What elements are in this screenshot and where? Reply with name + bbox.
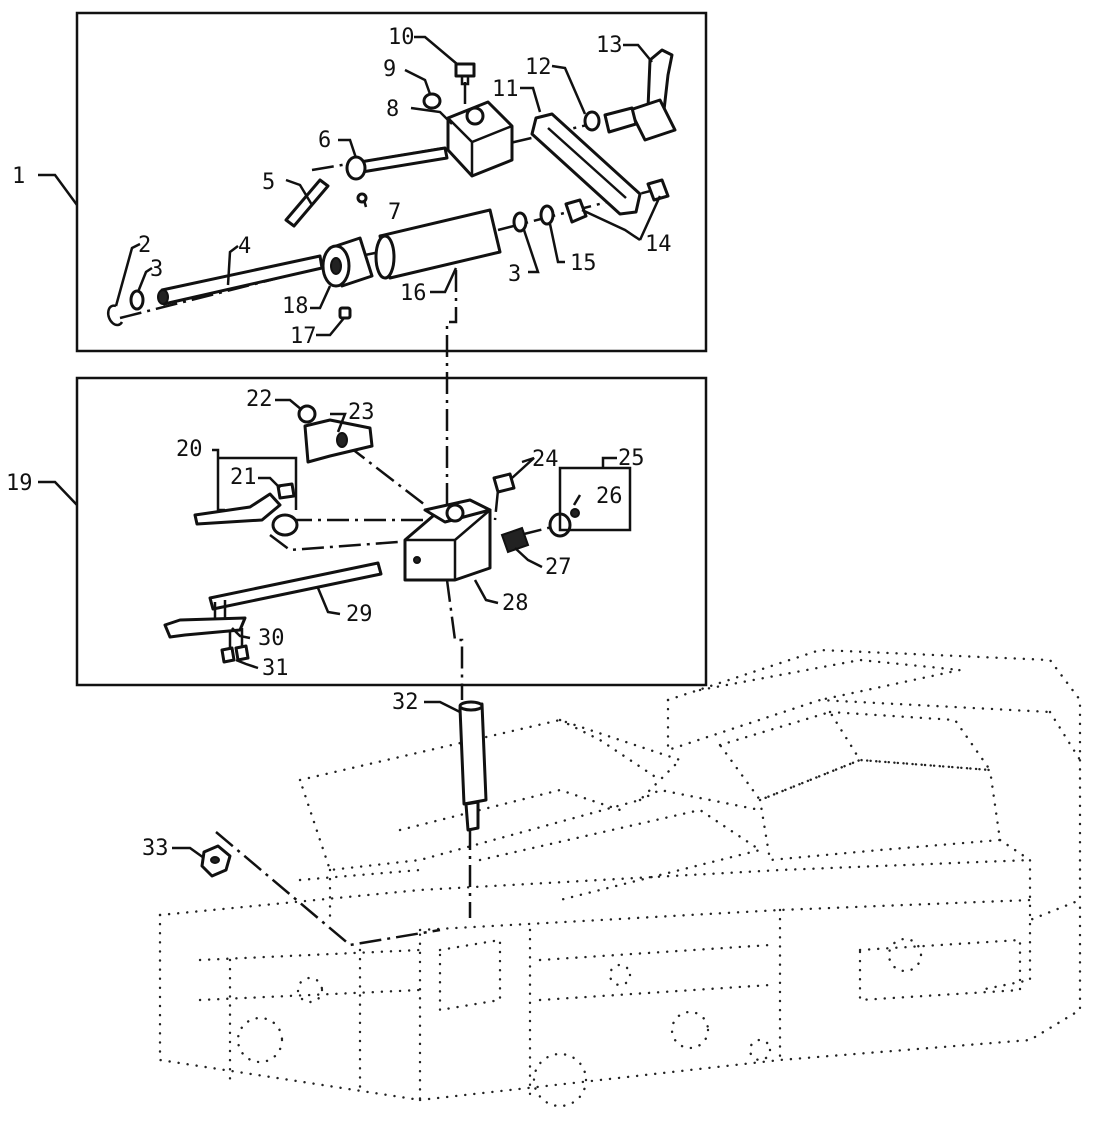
callout-24: 24 xyxy=(532,447,559,472)
callout-31: 31 xyxy=(262,656,289,681)
part-22-nut xyxy=(297,404,317,424)
part-11-slot xyxy=(547,127,627,199)
callout-25: 25 xyxy=(618,446,645,471)
callout-19: 19 xyxy=(6,471,33,496)
callout-22: 22 xyxy=(246,387,273,412)
part-6-pin xyxy=(358,146,449,174)
part-2-retaining-ring xyxy=(106,304,124,327)
callout-23: 23 xyxy=(348,400,375,425)
part-32-shaft xyxy=(458,702,488,806)
callout-28: 28 xyxy=(502,591,529,616)
callout-labels: 1 2 3 3 4 5 6 7 8 9 10 11 12 13 14 15 16… xyxy=(6,25,672,861)
part-26-set-screw xyxy=(570,508,580,518)
callout-2: 2 xyxy=(138,233,151,258)
callout-14: 14 xyxy=(645,232,672,257)
callout-29: 29 xyxy=(346,602,373,627)
part-3-washer-right xyxy=(512,211,528,233)
callout-30: 30 xyxy=(258,626,285,651)
part-12-washer xyxy=(583,110,601,132)
callout-3a: 3 xyxy=(150,257,163,282)
callout-21: 21 xyxy=(230,465,257,490)
part-17-set-screw xyxy=(338,306,352,320)
callout-17: 17 xyxy=(290,324,317,349)
part-4-shaft-end xyxy=(157,289,169,305)
callout-16: 16 xyxy=(400,281,427,306)
callout-1: 1 xyxy=(12,164,25,189)
part-14-nut-a xyxy=(564,198,588,224)
part-18-collar-bore xyxy=(330,257,342,275)
part-31-screws xyxy=(220,644,250,664)
part-6-collar xyxy=(345,155,367,181)
part-9-nut xyxy=(422,92,442,110)
part-24-screw xyxy=(492,472,516,494)
callout-18: 18 xyxy=(282,294,309,319)
part-15-washer xyxy=(539,204,555,226)
callout-33: 33 xyxy=(142,836,169,861)
callout-15: 15 xyxy=(570,251,597,276)
part-21-screw xyxy=(276,482,296,500)
part-3-washer-left xyxy=(129,289,145,311)
callout-12: 12 xyxy=(525,55,552,80)
machine-body-outline xyxy=(158,648,1082,1108)
assembly-19-frame xyxy=(75,376,708,687)
callout-7: 7 xyxy=(388,200,401,225)
callout-13: 13 xyxy=(596,33,623,58)
part-20-crank-arm xyxy=(193,492,282,526)
assembly-1-frame xyxy=(75,11,708,353)
callout-32: 32 xyxy=(392,690,419,715)
part-29-long-rod xyxy=(208,561,383,611)
part-13-lever-stud xyxy=(603,106,638,134)
part-10-screw xyxy=(454,62,476,78)
callout-26: 26 xyxy=(596,484,623,509)
part-27-spring xyxy=(500,526,530,554)
callout-9: 9 xyxy=(383,57,396,82)
part-30-foot-plate xyxy=(163,616,247,639)
callout-5: 5 xyxy=(262,170,275,195)
callout-6: 6 xyxy=(318,128,331,153)
callout-11: 11 xyxy=(492,77,519,102)
part-13-lever-hub xyxy=(628,98,677,142)
callout-4: 4 xyxy=(238,234,251,259)
part-14-nut-b xyxy=(646,178,670,202)
part-21-collar xyxy=(271,513,299,537)
callout-3b: 3 xyxy=(508,262,521,287)
callout-8: 8 xyxy=(386,97,399,122)
part-16-sleeve-end xyxy=(374,234,396,280)
callout-27: 27 xyxy=(545,555,572,580)
callout-10: 10 xyxy=(388,25,415,50)
callout-20: 20 xyxy=(176,437,203,462)
part-5-rod xyxy=(284,178,330,228)
leader-lines xyxy=(38,35,662,860)
